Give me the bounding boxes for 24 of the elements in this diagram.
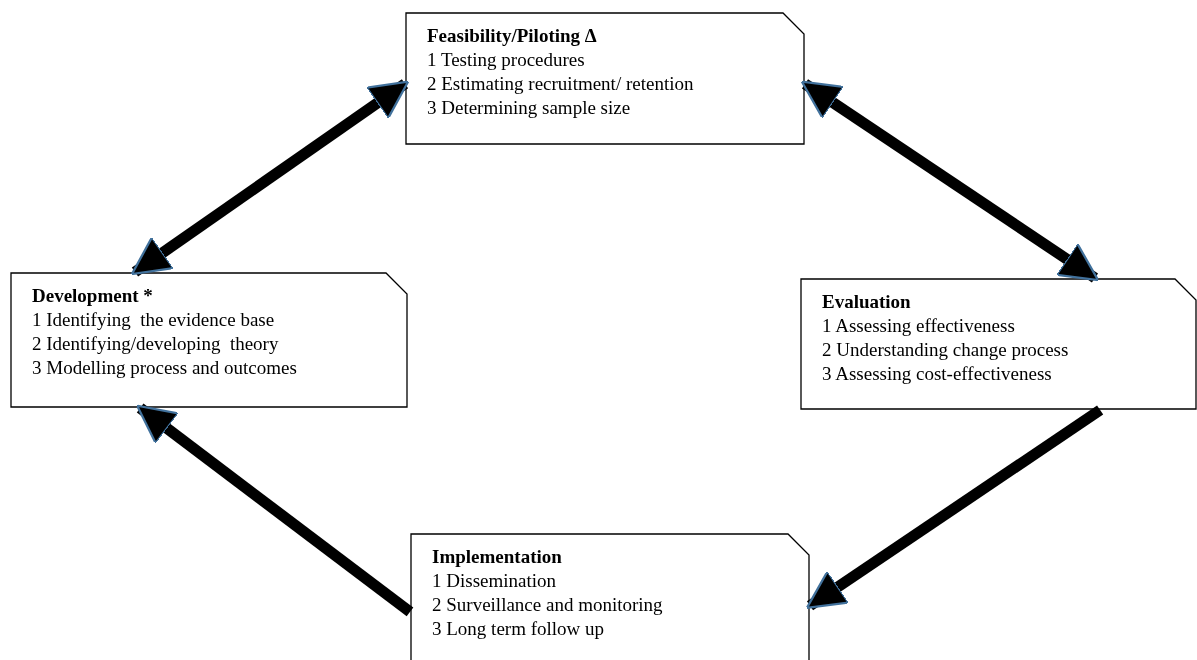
- arrow: [130, 79, 410, 277]
- list-item: 3 Long term follow up: [432, 617, 605, 641]
- list-item: 3 Modelling process and outcomes: [32, 356, 297, 380]
- box-heading: Evaluation: [822, 290, 911, 314]
- process-box: [10, 272, 408, 408]
- arrow: [800, 79, 1100, 283]
- list-item: 3 Assessing cost-effectiveness: [822, 362, 1052, 386]
- list-item: 2 Surveillance and monitoring: [432, 593, 663, 617]
- box-heading: Implementation: [432, 545, 562, 569]
- process-box: [405, 12, 805, 145]
- list-item: 2 Identifying/developing theory: [32, 332, 279, 356]
- list-item: 1 Dissemination: [432, 569, 557, 593]
- arrow: [805, 405, 1104, 611]
- list-item: 3 Determining sample size: [427, 96, 631, 120]
- list-item: 1 Testing procedures: [427, 48, 585, 72]
- box-heading: Development *: [32, 284, 153, 308]
- box-heading: Feasibility/Piloting Δ: [427, 24, 597, 48]
- list-item: 2 Understanding change process: [822, 338, 1069, 362]
- process-box: [410, 533, 810, 660]
- arrow: [136, 403, 414, 617]
- list-item: 1 Identifying the evidence base: [32, 308, 275, 332]
- list-item: 1 Assessing effectiveness: [822, 314, 1015, 338]
- list-item: 2 Estimating recruitment/ retention: [427, 72, 694, 96]
- process-box: [800, 278, 1197, 410]
